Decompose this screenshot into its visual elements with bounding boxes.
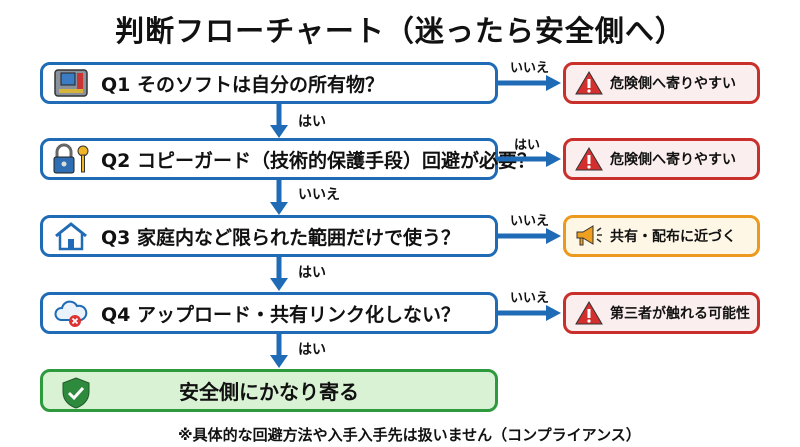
flow-label: はい [298, 342, 326, 358]
flow-label: はい [298, 265, 326, 281]
arrow-right [498, 75, 561, 91]
question-box-q2: Q2 コピーガード（技術的保護手段）回避が必要？ [40, 138, 536, 180]
arrow-right [498, 228, 561, 244]
question-box-q1: Q1 そのソフトは自分の所有物？ [40, 62, 498, 104]
question-text: Q1 そのソフトは自分の所有物？ [101, 73, 384, 96]
house-icon [51, 220, 91, 252]
branch-label: いいえ [510, 291, 550, 306]
question-box-q3: Q3 家庭内など限られた範囲だけで使う？ [40, 215, 498, 257]
megaphone-icon [574, 222, 604, 250]
arrow-down [270, 103, 288, 138]
arrow-down [270, 333, 288, 368]
branch-label: いいえ [510, 61, 550, 76]
question-box-q4: Q4 アップロード・共有リンク化しない？ [40, 292, 498, 334]
game-cartridge-icon [51, 67, 91, 99]
final-text: 安全側にかなり寄る [179, 380, 359, 404]
warning-icon [574, 69, 604, 97]
cloud-blocked-icon [51, 297, 91, 329]
branch-label: いいえ [510, 214, 550, 229]
question-text: Q3 家庭内など限られた範囲だけで使う？ [101, 226, 460, 249]
flow-label: いいえ [298, 187, 340, 203]
question-text: Q4 アップロード・共有リンク化しない？ [101, 303, 460, 326]
result-text: 第三者が触れる可能性 [610, 306, 750, 322]
warning-icon [574, 145, 604, 173]
shield-check-icon [61, 376, 91, 414]
lock-key-icon [51, 143, 91, 175]
result-box-danger: 危険側へ寄りやすい [563, 62, 760, 104]
flow-label: はい [298, 114, 326, 130]
branch-label: はい [514, 138, 541, 153]
page-title: 判断フローチャート（迷ったら安全側へ） [115, 14, 685, 48]
result-text: 危険側へ寄りやすい [610, 152, 736, 168]
footnote: ※具体的な回避方法や入手入手先は扱いません（コンプライアンス） [178, 426, 641, 444]
result-box-caution: 共有・配布に近づく [563, 215, 760, 257]
arrow-right [498, 151, 561, 167]
final-result-box: 安全側にかなり寄る [40, 369, 498, 412]
result-text: 危険側へ寄りやすい [610, 76, 736, 92]
result-box-danger: 第三者が触れる可能性 [563, 292, 760, 334]
arrow-down [270, 256, 288, 291]
arrow-right [498, 305, 561, 321]
warning-icon [574, 299, 604, 327]
arrow-down [270, 180, 288, 215]
result-text: 共有・配布に近づく [610, 229, 736, 245]
question-text: Q2 コピーガード（技術的保護手段）回避が必要？ [101, 149, 536, 172]
result-box-danger: 危険側へ寄りやすい [563, 138, 760, 180]
